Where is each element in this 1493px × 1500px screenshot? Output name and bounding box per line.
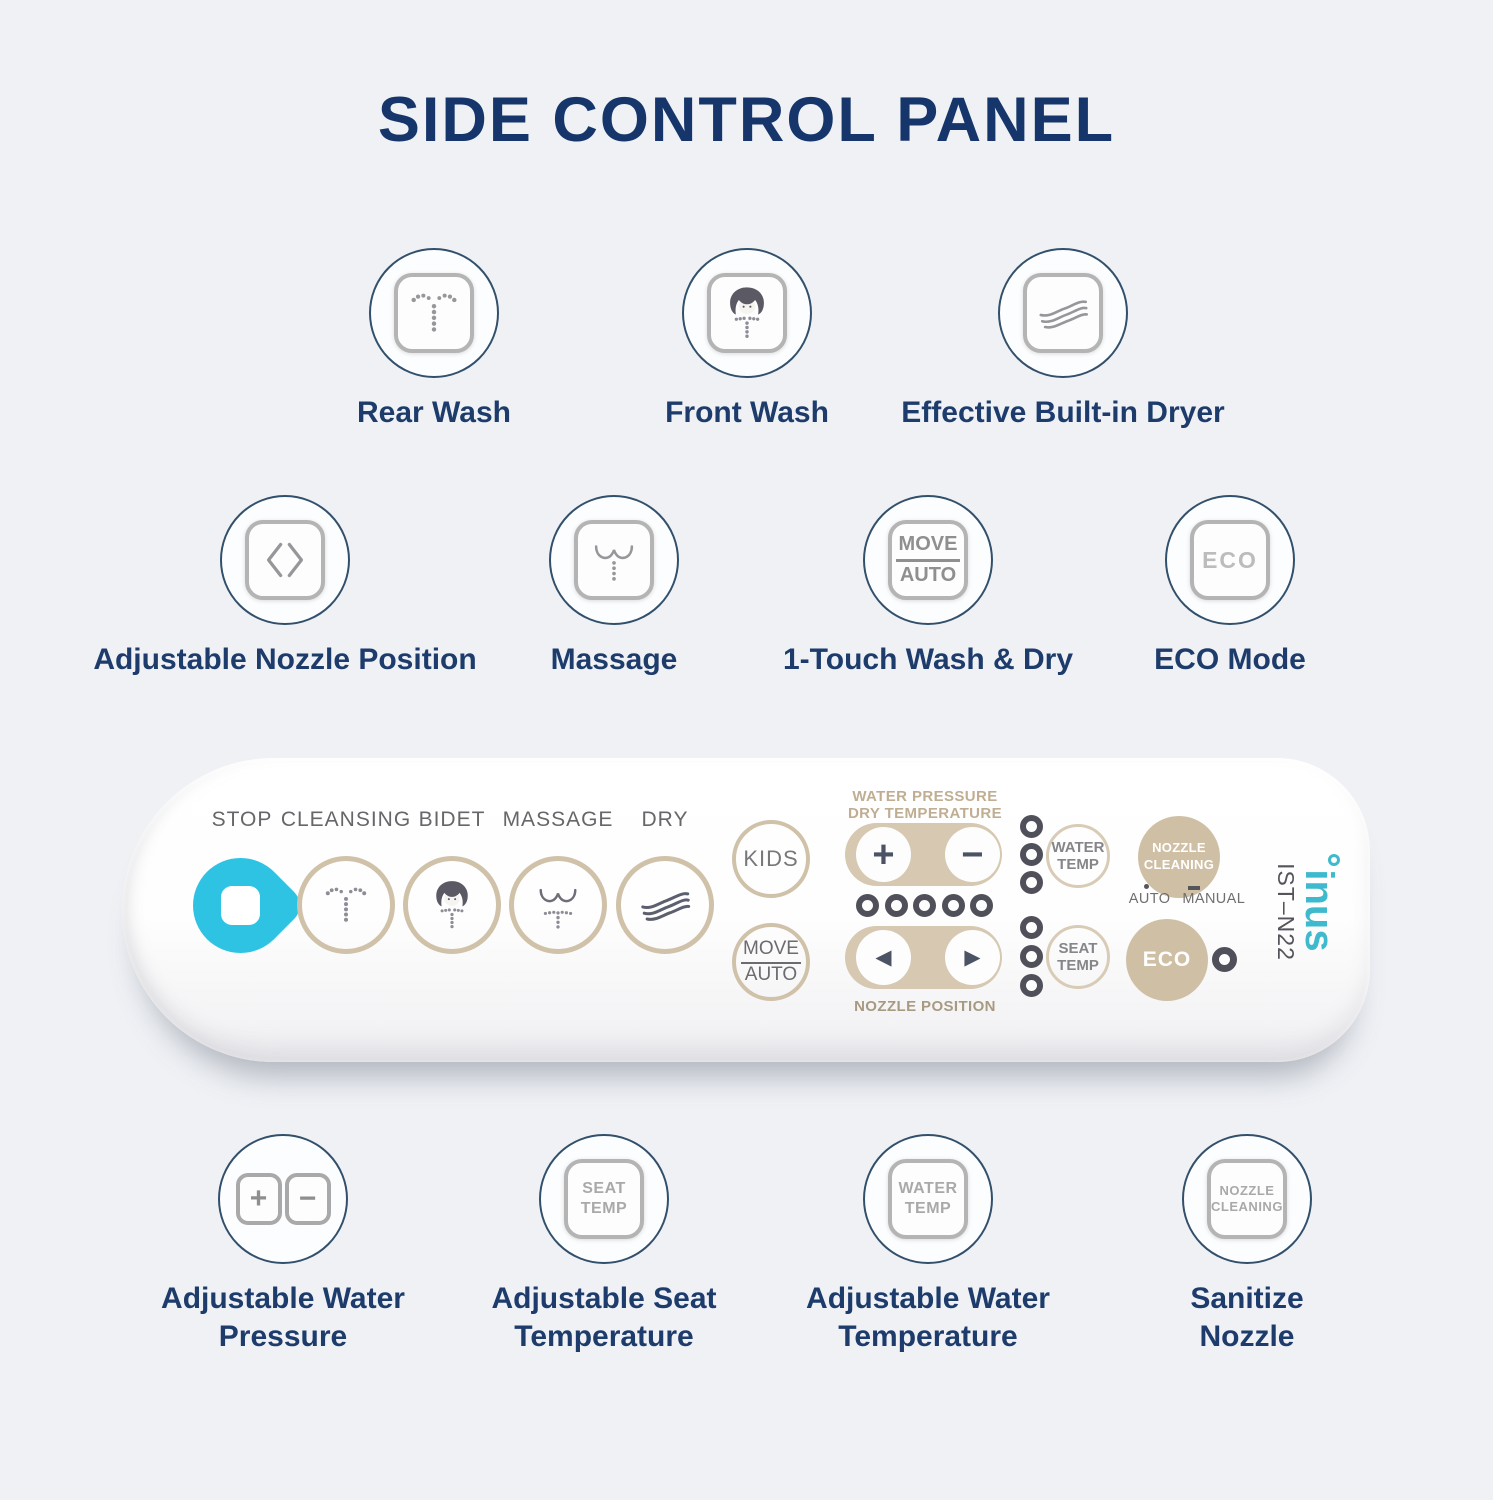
bidet-face-icon <box>436 881 468 929</box>
feature-nozzle-position: Adjustable Nozzle Position <box>65 495 505 679</box>
pressure-led-4 <box>942 894 965 917</box>
massage-wave-icon <box>539 888 577 929</box>
bidet-button-label: BIDET <box>418 808 486 831</box>
feature-water-temp: WATER TEMP Adjustable Water Temperature <box>708 1134 1148 1356</box>
dry-button <box>616 856 714 954</box>
seat-temp-button: SEAT TEMP <box>1046 925 1110 989</box>
pressure-led-1 <box>856 894 879 917</box>
water-temp-led-2 <box>1020 843 1043 866</box>
feature-massage: Massage <box>394 495 834 679</box>
pressure-led-3 <box>913 894 936 917</box>
feature-label: Sanitize Nozzle <box>1190 1282 1304 1353</box>
massage-button-label: MASSAGE <box>502 808 614 831</box>
nozzle-left-button: ◀ <box>856 930 911 985</box>
brand-ring-icon <box>1328 854 1340 867</box>
feature-water-pressure: + − Adjustable Water Pressure <box>63 1134 503 1356</box>
dryer-waves-icon <box>1023 273 1103 353</box>
massage-icon <box>574 520 654 600</box>
auto-manual-labels: AUTO MANUAL <box>1128 891 1246 907</box>
bidet-button <box>403 856 501 954</box>
nozzle-position-label: NOZZLE POSITION <box>854 998 996 1015</box>
feature-label: Adjustable Water Temperature <box>806 1282 1050 1353</box>
stop-button-label: STOP <box>211 808 273 831</box>
pressure-led-2 <box>885 894 908 917</box>
seat-temp-icon: SEAT TEMP <box>564 1159 644 1239</box>
nozzle-cleaning-icon: NOZZLE CLEANING <box>1207 1159 1287 1239</box>
nozzle-position-arrows-icon <box>245 520 325 600</box>
water-pressure-label: WATER PRESSURE <box>852 788 998 805</box>
feature-label: Adjustable Water Pressure <box>161 1282 405 1353</box>
feature-eco-mode: ECO ECO Mode <box>1010 495 1450 679</box>
rear-wash-spray-icon <box>394 273 474 353</box>
feature-label: Front Wash <box>665 396 829 429</box>
front-wash-face-icon <box>707 273 787 353</box>
feature-rear-wash: Rear Wash <box>214 248 654 432</box>
water-temp-led-3 <box>1020 871 1043 894</box>
seat-temp-led-3 <box>1020 974 1043 997</box>
feature-one-touch: MOVE AUTO 1-Touch Wash & Dry <box>708 495 1148 679</box>
eco-icon: ECO <box>1190 520 1270 600</box>
stop-square-icon <box>221 886 260 925</box>
pressure-led-5 <box>970 894 993 917</box>
feature-dryer: Effective Built-in Dryer <box>843 248 1283 432</box>
feature-label: Adjustable Nozzle Position <box>93 643 477 676</box>
water-temp-led-1 <box>1020 815 1043 838</box>
dry-waves-icon <box>641 892 691 921</box>
feature-label: Adjustable Seat Temperature <box>491 1282 717 1353</box>
brand-logo: inus <box>1295 847 1341 959</box>
cleansing-button <box>297 856 395 954</box>
move-auto-button: MOVE AUTO <box>732 923 810 1001</box>
page-title: SIDE CONTROL PANEL <box>377 85 1116 155</box>
plus-minus-icon: + − <box>235 1173 331 1225</box>
kids-button: KIDS <box>732 820 810 898</box>
move-auto-icon: MOVE AUTO <box>888 520 968 600</box>
cleansing-button-label: CLEANSING <box>280 808 412 831</box>
feature-label: Rear Wash <box>357 396 511 429</box>
feature-front-wash: Front Wash <box>527 248 967 432</box>
feature-label: 1-Touch Wash & Dry <box>782 643 1074 676</box>
nozzle-right-button: ▶ <box>945 930 1000 985</box>
water-temp-button: WATER TEMP <box>1046 824 1110 888</box>
eco-button: ECO <box>1126 919 1208 1001</box>
minus-button: − <box>945 827 1000 882</box>
feature-seat-temp: SEAT TEMP Adjustable Seat Temperature <box>384 1134 824 1356</box>
dry-temperature-label: DRY TEMPERATURE <box>847 805 1003 822</box>
feature-label: Effective Built-in Dryer <box>901 396 1225 429</box>
water-temp-icon: WATER TEMP <box>888 1159 968 1239</box>
manual-indicator-dash <box>1188 886 1200 890</box>
plus-button: + <box>856 827 911 882</box>
cleansing-spray-icon <box>325 887 367 922</box>
seat-temp-led-1 <box>1020 916 1043 939</box>
auto-indicator-dot <box>1144 884 1149 889</box>
feature-sanitize-nozzle: NOZZLE CLEANING Sanitize Nozzle <box>1027 1134 1467 1356</box>
massage-button <box>509 856 607 954</box>
seat-temp-led-2 <box>1020 945 1043 968</box>
feature-label: Massage <box>550 643 678 676</box>
eco-led <box>1212 947 1237 972</box>
dry-button-label: DRY <box>641 808 689 831</box>
nozzle-cleaning-button: NOZZLE CLEANING <box>1138 816 1220 898</box>
feature-label: ECO Mode <box>1154 643 1306 676</box>
